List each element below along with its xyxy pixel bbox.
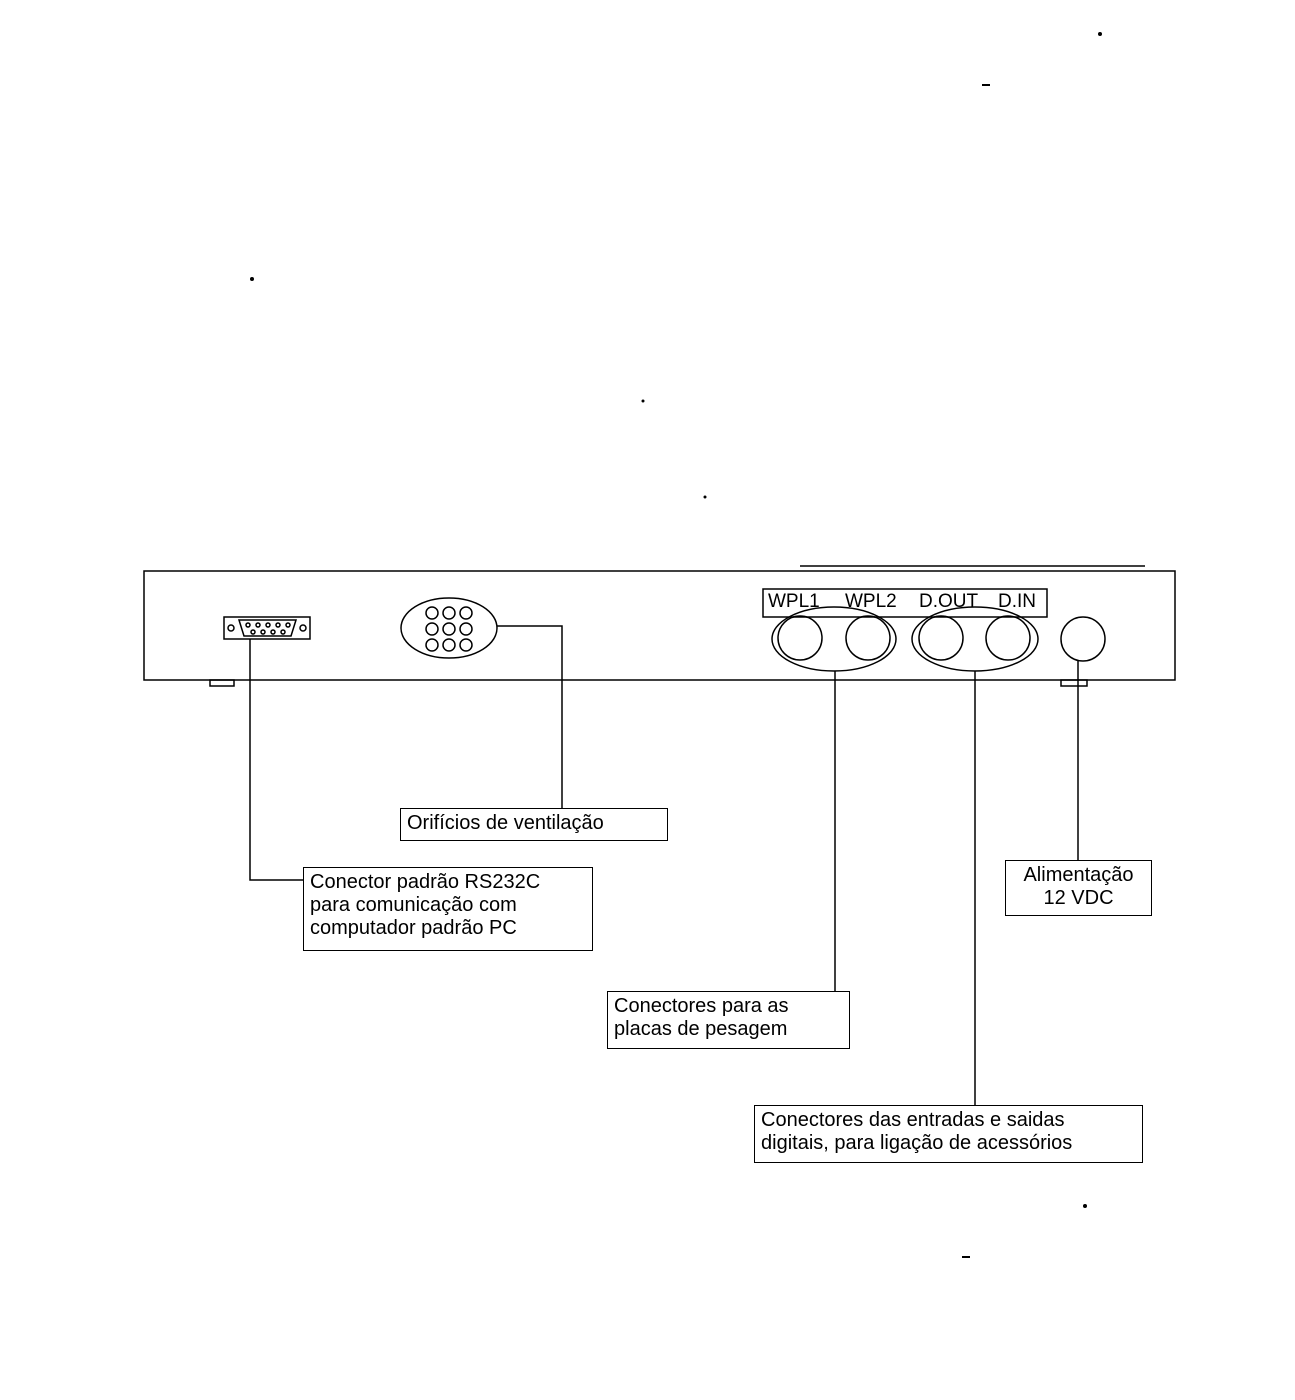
digital-io-callout: Conectores das entradas e saidas digitai… bbox=[754, 1105, 1143, 1163]
digital-io-callout-line2: digitais, para ligação de acessórios bbox=[761, 1132, 1073, 1154]
rs232-callout-line1: Conector padrão RS232C bbox=[310, 871, 541, 893]
power-callout-line2: 12 VDC bbox=[1043, 887, 1114, 909]
ventilation-callout-text: Orifícios de ventilação bbox=[407, 812, 604, 834]
power-callout: Alimentação 12 VDC bbox=[1005, 860, 1152, 916]
panel-foot-right bbox=[1060, 679, 1088, 687]
ventilation-callout: Orifícios de ventilação bbox=[400, 808, 668, 841]
scan-speck bbox=[1083, 1204, 1087, 1208]
panel-body bbox=[143, 570, 1176, 681]
weighing-connectors-outline bbox=[771, 606, 897, 672]
dout-connector-icon bbox=[918, 615, 964, 661]
wpl1-connector-icon bbox=[777, 615, 823, 661]
power-connector-icon bbox=[1060, 616, 1106, 662]
scan-speck bbox=[962, 1256, 970, 1258]
weighing-callout: Conectores para as placas de pesagem bbox=[607, 991, 850, 1049]
ventilation-leader-line bbox=[497, 625, 563, 808]
rs232-connector-icon bbox=[223, 616, 311, 640]
scan-speck bbox=[250, 277, 254, 281]
panel-foot-left bbox=[209, 679, 235, 687]
scan-speck bbox=[703, 495, 707, 499]
port-label-dout: D.OUT bbox=[919, 591, 979, 612]
scan-speck bbox=[982, 84, 990, 86]
weighing-callout-line2: placas de pesagem bbox=[614, 1018, 788, 1040]
din-connector-icon bbox=[985, 615, 1031, 661]
weighing-callout-line1: Conectores para as bbox=[614, 995, 789, 1017]
port-label-wpl1: WPL1 bbox=[768, 591, 820, 612]
rs232-callout: Conector padrão RS232C para comunicação … bbox=[303, 867, 593, 951]
rs232-leader-line bbox=[249, 639, 303, 881]
digital-io-callout-line1: Conectores das entradas e saidas bbox=[761, 1109, 1065, 1131]
port-label-din: D.IN bbox=[998, 591, 1036, 612]
port-label-frame bbox=[762, 588, 1048, 618]
power-callout-line1: Alimentação bbox=[1023, 864, 1134, 886]
scan-speck bbox=[1098, 32, 1102, 36]
rs232-callout-line2: para comunicação com bbox=[310, 894, 517, 916]
wpl2-connector-icon bbox=[845, 615, 891, 661]
ventilation-holes-icon bbox=[400, 597, 498, 659]
port-label-wpl2: WPL2 bbox=[845, 591, 897, 612]
rs232-callout-line3: computador padrão PC bbox=[310, 917, 517, 939]
scan-speck bbox=[641, 399, 645, 403]
